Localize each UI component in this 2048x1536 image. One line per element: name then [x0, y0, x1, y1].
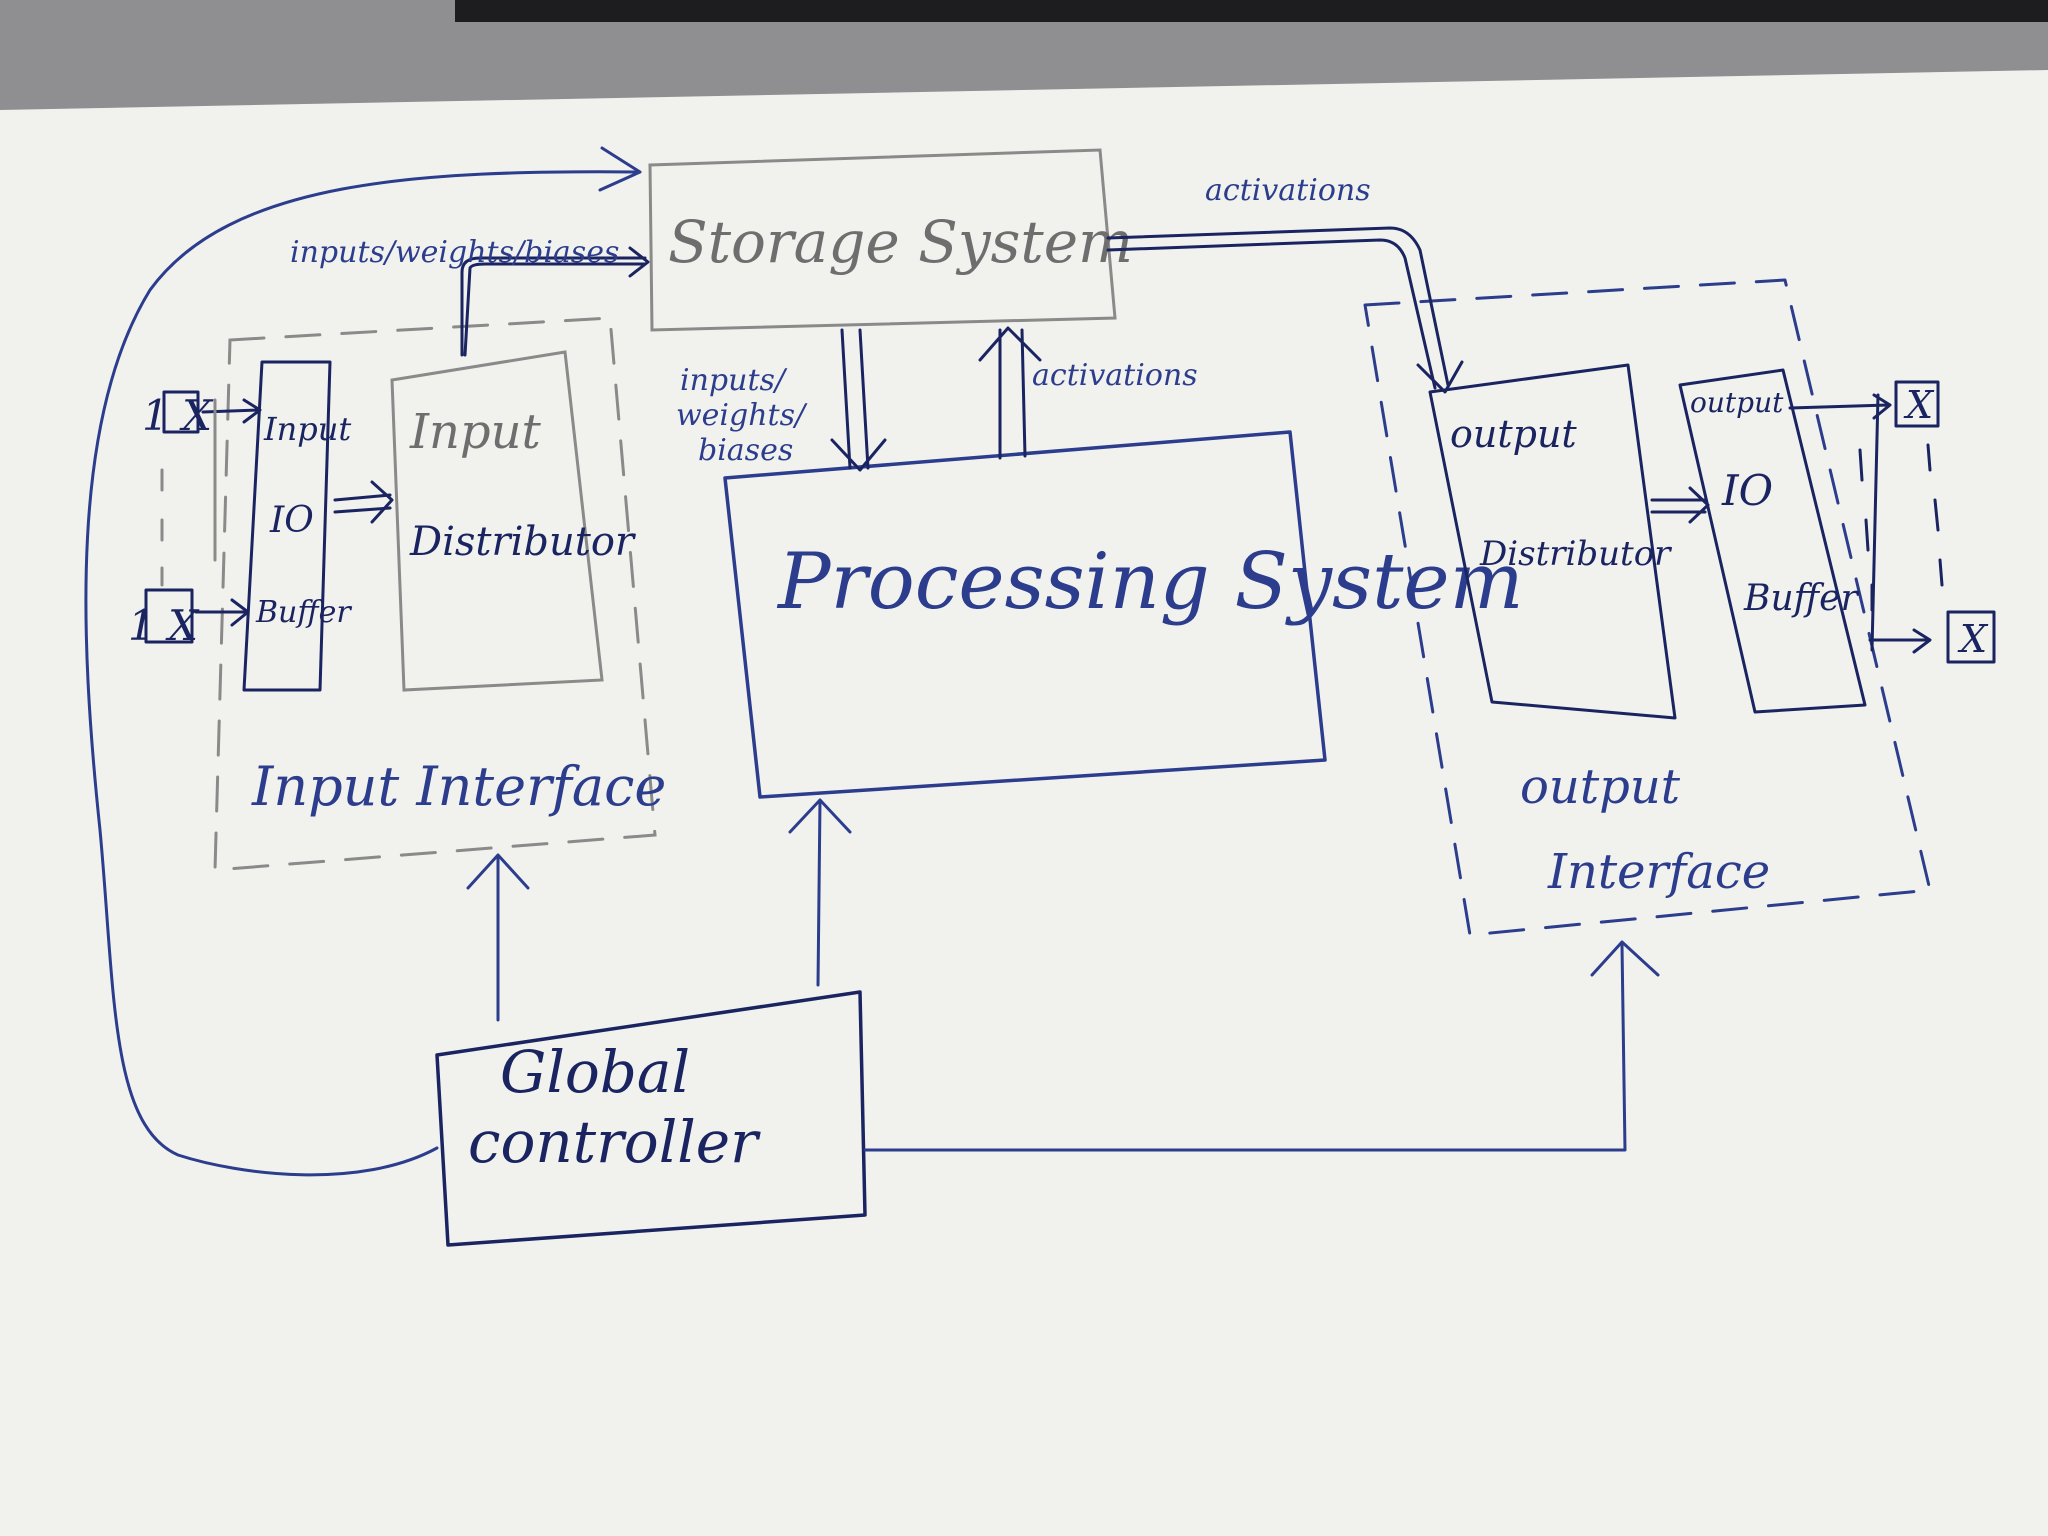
global-controller-label-line1: Global	[500, 1038, 690, 1106]
svg-text:X: X	[1957, 617, 1989, 661]
input-interface-label: Input Interface	[251, 755, 666, 818]
output-interface-line1: output	[1520, 759, 1681, 815]
output-io-buffer-line2: IO	[1721, 466, 1773, 515]
global-controller-label-line2: controller	[468, 1108, 761, 1176]
processing-system-label: Processing System	[776, 537, 1524, 627]
storage-system-label: Storage System	[668, 208, 1133, 276]
output-io-buffer-line1: output	[1690, 386, 1784, 419]
input-x-bottom: 1 X	[128, 588, 250, 650]
controller-to-input-interface-arrow	[466, 853, 530, 1022]
controller-to-storage-arrow	[84, 146, 642, 1177]
input-io-buffer-line3: Buffer	[255, 595, 352, 630]
processing-system-block: Processing System	[723, 430, 1524, 799]
output-distributor-line2: Distributor	[1479, 534, 1672, 574]
distributor-to-buffer-arrow	[1650, 486, 1710, 524]
global-controller-block: Global controller	[435, 990, 867, 1247]
input-io-buffer-line1: Input	[263, 410, 351, 448]
output-distributor-line1: output	[1450, 412, 1577, 456]
activations-label-top: activations	[1205, 173, 1371, 208]
controller-to-processing-arrow	[788, 798, 852, 987]
output-x-top: X	[1788, 380, 1940, 428]
storage-to-output-arrow	[1106, 226, 1464, 394]
input-x-top: 1 X	[142, 390, 262, 440]
svg-text:X: X	[1903, 383, 1935, 427]
storage-system-block: Storage System	[648, 148, 1133, 332]
inputs-label-line1: inputs/	[680, 363, 788, 398]
output-x-bottom: X	[1868, 610, 1996, 664]
inputs-weights-biases-label-top: inputs/weights/biases	[290, 235, 619, 270]
activations-label-mid: activations	[1032, 358, 1198, 393]
dark-edge	[455, 0, 2048, 22]
output-io-buffer-line3: Buffer	[1743, 578, 1859, 619]
buffer-to-distributor-arrow	[333, 480, 394, 524]
input-distributor-line1: Input	[409, 404, 542, 460]
input-distributor-line2: Distributor	[409, 519, 637, 565]
paper-sheet	[0, 70, 2048, 1536]
output-interface-block: output Interface output Distributor outp…	[1363, 278, 1932, 937]
inputs-label-line3: biases	[698, 433, 793, 468]
input-io-buffer-line2: IO	[269, 500, 314, 541]
output-interface-line2: Interface	[1547, 844, 1770, 900]
output-x-dots	[1858, 393, 1944, 652]
storage-to-processing-arrow	[830, 328, 887, 472]
input-x-dots	[160, 398, 217, 587]
distributor-to-storage-arrow	[460, 246, 650, 357]
input-interface-block: Input Interface Input IO Buffer Input Di…	[213, 316, 666, 872]
inputs-label-line2: weights/	[676, 398, 808, 433]
controller-to-output-interface-arrow	[863, 940, 1660, 1152]
processing-to-storage-arrow	[978, 326, 1042, 460]
